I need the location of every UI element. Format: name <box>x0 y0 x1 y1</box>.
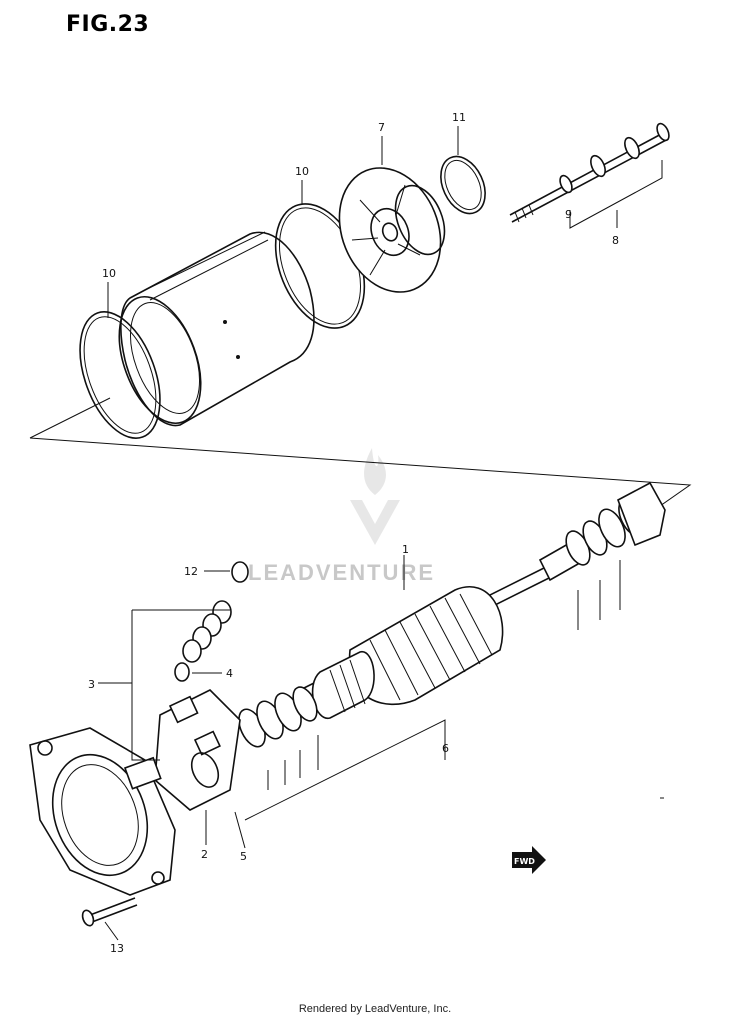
armature-1 <box>299 538 587 719</box>
fwd-arrow-icon: FWD <box>512 846 546 874</box>
washer-stack-right <box>565 481 666 566</box>
end-cover-7 <box>338 167 446 293</box>
o-ring-10-left-inner <box>83 316 157 434</box>
label-part-12: 12 <box>184 565 198 578</box>
bolt-13 <box>81 897 138 927</box>
washer-leader-lines <box>267 560 621 790</box>
label-part-3: 3 <box>88 678 95 691</box>
label-part-8: 8 <box>612 234 619 247</box>
yoke-housing <box>118 231 315 427</box>
nut-stack <box>174 561 249 682</box>
starter-housing <box>29 727 176 896</box>
watermark-logo <box>350 448 400 545</box>
fwd-badge-text: FWD <box>514 857 535 866</box>
label-part-7: 7 <box>378 121 385 134</box>
label-part-13: 13 <box>110 942 124 955</box>
guide-line-left <box>29 397 111 439</box>
footer-credit: Rendered by LeadVenture, Inc. <box>298 1003 452 1015</box>
washer-stack-left <box>238 686 318 748</box>
label-part-10-left: 10 <box>102 267 116 280</box>
label-part-9: 9 <box>565 208 572 221</box>
label-part-6: 6 <box>442 742 449 755</box>
bracket-6-line <box>244 719 446 821</box>
figure-title: FIG.23 <box>66 12 150 37</box>
brush-holder-3 <box>154 689 241 811</box>
o-ring-11-inner <box>444 159 482 211</box>
label-part-4: 4 <box>226 667 233 680</box>
label-part-5: 5 <box>240 850 247 863</box>
leader-lines <box>98 126 663 941</box>
o-ring-11 <box>440 155 486 215</box>
watermark-text: LEADVENTURE <box>248 560 435 585</box>
terminal-bolt-set-8 <box>509 122 670 223</box>
label-part-2: 2 <box>201 848 208 861</box>
label-part-1: 1 <box>402 543 409 556</box>
label-part-11: 11 <box>452 111 466 124</box>
label-part-10-right: 10 <box>295 165 309 178</box>
o-ring-10-left <box>79 311 161 439</box>
